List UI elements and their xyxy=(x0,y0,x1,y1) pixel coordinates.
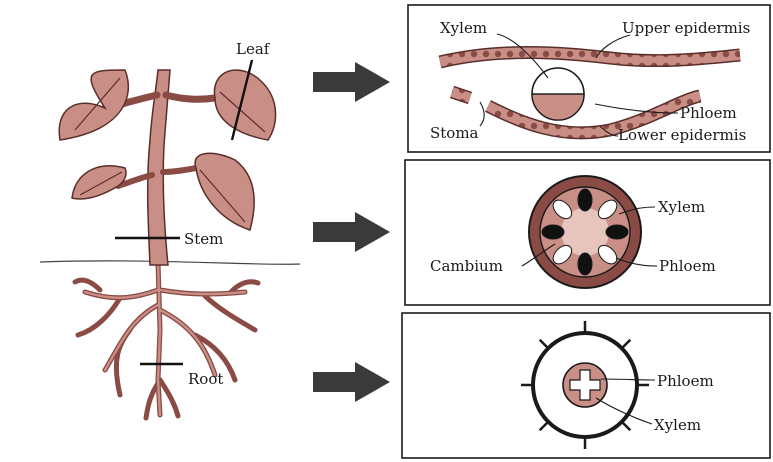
leaf-section-panel: Xylem Upper epidermis Phloem Stoma Lower… xyxy=(408,5,770,152)
stem-label: Stem xyxy=(184,230,223,248)
root-section-panel: Phloem Xylem xyxy=(402,313,770,458)
right-arrow-icon xyxy=(313,362,390,402)
stem-vascular-bundle xyxy=(578,189,592,211)
plant-illustration: Leaf Stem Root xyxy=(40,40,300,418)
right-arrow-icon xyxy=(313,62,390,102)
soil-line xyxy=(40,261,300,264)
stem-xylem-label: Xylem xyxy=(658,198,705,216)
root-system xyxy=(75,262,258,418)
stem-vascular-bundle xyxy=(578,253,592,275)
stem-section-panel: Xylem Cambium Phloem xyxy=(405,160,770,305)
upper-epidermis-label: Upper epidermis xyxy=(622,19,750,37)
root-xylem-label: Xylem xyxy=(654,416,701,434)
leaf-xylem-label: Xylem xyxy=(440,19,487,37)
stem-vascular-bundle xyxy=(542,225,564,239)
cambium-label: Cambium xyxy=(430,257,503,275)
leaf-upper-right xyxy=(214,70,275,140)
stoma-label: Stoma xyxy=(430,124,479,142)
stem-phloem-label: Phloem xyxy=(659,257,716,275)
leaf-lower-right xyxy=(195,153,254,230)
leaf-label: Leaf xyxy=(236,40,271,58)
root-phloem-label: Phloem xyxy=(657,372,714,390)
leaf-upper-left xyxy=(59,70,128,140)
right-arrow-icon xyxy=(313,212,390,252)
lower-epidermis-label: Lower epidermis xyxy=(618,126,746,144)
leaf-phloem-label: Phloem xyxy=(680,104,737,122)
root-label: Root xyxy=(188,370,223,388)
stem-vascular-bundle xyxy=(606,225,628,239)
leaf-lower-left xyxy=(72,166,126,199)
